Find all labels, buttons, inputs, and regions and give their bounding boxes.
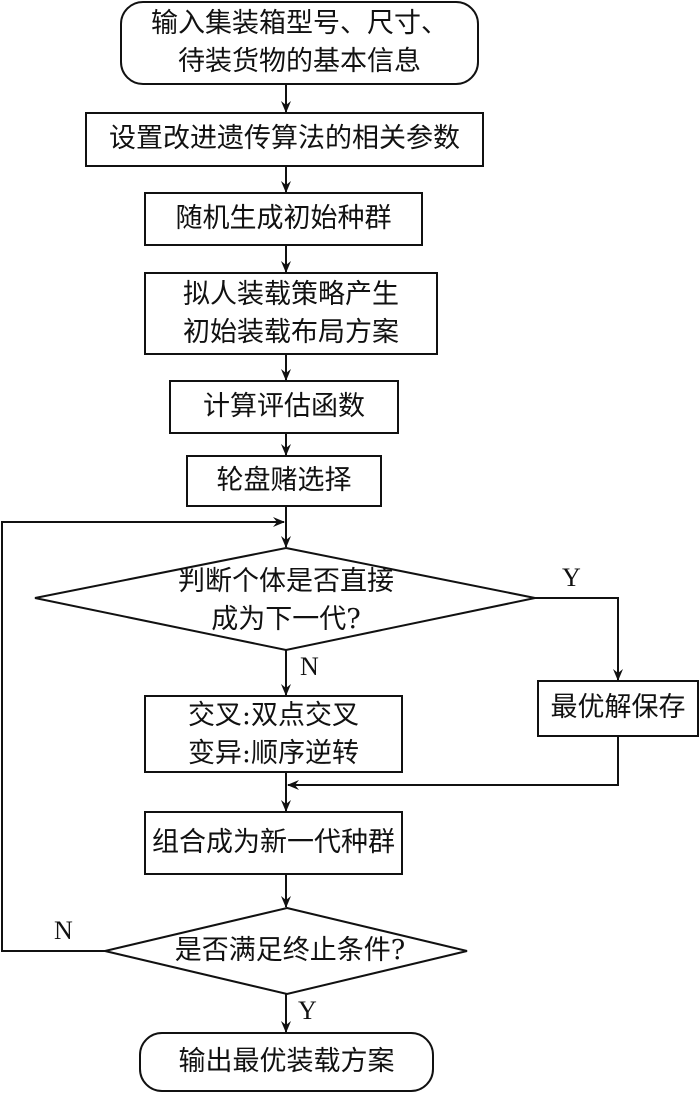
end-node-shape bbox=[139, 1032, 434, 1092]
edge-direct-yes bbox=[535, 597, 623, 681]
selection-label: 轮盘赌选择 bbox=[187, 462, 381, 500]
init-population-label: 随机生成初始种群 bbox=[145, 200, 422, 238]
edge-label-direct-no: N bbox=[300, 652, 319, 681]
start-line-2: 待装货物的基本信息 bbox=[178, 46, 421, 77]
evaluate-label: 计算评估函数 bbox=[170, 388, 398, 426]
start-node-shape bbox=[120, 1, 479, 85]
initial-layout-line-1: 拟人装载策略产生 bbox=[183, 279, 399, 310]
evaluate-line-1: 计算评估函数 bbox=[203, 391, 365, 422]
end-node-label: 输出最优装载方案 bbox=[140, 1043, 433, 1081]
set-params-label: 设置改进遗传算法的相关参数 bbox=[86, 120, 483, 158]
set-params-node-shape bbox=[85, 112, 484, 167]
combine-line-1: 组合成为新一代种群 bbox=[152, 827, 395, 858]
edge-stop-no-loop bbox=[1, 517, 285, 952]
save-best-label: 最优解保存 bbox=[538, 689, 698, 727]
edge-label-stop-no: N bbox=[54, 916, 73, 945]
decision-direct-line-1: 判断个体是否直接 bbox=[178, 566, 394, 597]
crossover-line: 交叉:双点交叉 bbox=[187, 700, 360, 731]
combine-label: 组合成为新一代种群 bbox=[145, 824, 402, 862]
set-params-line-1: 设置改进遗传算法的相关参数 bbox=[109, 123, 460, 154]
init-population-line-1: 随机生成初始种群 bbox=[175, 203, 392, 234]
save-best-line-1: 最优解保存 bbox=[550, 692, 686, 723]
edge-label-direct-yes: Y bbox=[562, 563, 581, 592]
evaluate-node-shape bbox=[169, 380, 399, 434]
save-best-node-shape bbox=[537, 680, 699, 737]
start-line-1: 输入集装箱型号、尺寸、 bbox=[151, 8, 448, 39]
initial-layout-line-2: 初始装载布局方案 bbox=[183, 317, 399, 348]
combine-node-shape bbox=[144, 811, 403, 875]
start-node-label: 输入集装箱型号、尺寸、 待装货物的基本信息 bbox=[121, 5, 478, 81]
decision-direct-line-2: 成为下一代? bbox=[211, 604, 361, 635]
selection-line-1: 轮盘赌选择 bbox=[216, 465, 352, 496]
selection-node-shape bbox=[186, 455, 382, 507]
end-line-1: 输出最优装载方案 bbox=[178, 1046, 395, 1077]
initial-layout-label: 拟人装载策略产生 初始装载布局方案 bbox=[145, 276, 437, 352]
init-population-node-shape bbox=[144, 192, 423, 246]
initial-layout-node-shape bbox=[144, 272, 438, 355]
edge-label-stop-yes: Y bbox=[298, 996, 317, 1025]
crossover-mutation-node-shape bbox=[144, 695, 403, 773]
edge-save-to-merge bbox=[287, 736, 619, 790]
crossover-mutation-label: 交叉:双点交叉 变异:顺序逆转 bbox=[145, 697, 402, 773]
mutation-line: 变异:顺序逆转 bbox=[187, 738, 360, 769]
decision-stop-line-1: 是否满足终止条件? bbox=[174, 935, 406, 966]
decision-stop-label: 是否满足终止条件? bbox=[140, 932, 440, 970]
decision-direct-label: 判断个体是否直接 成为下一代? bbox=[100, 563, 472, 639]
